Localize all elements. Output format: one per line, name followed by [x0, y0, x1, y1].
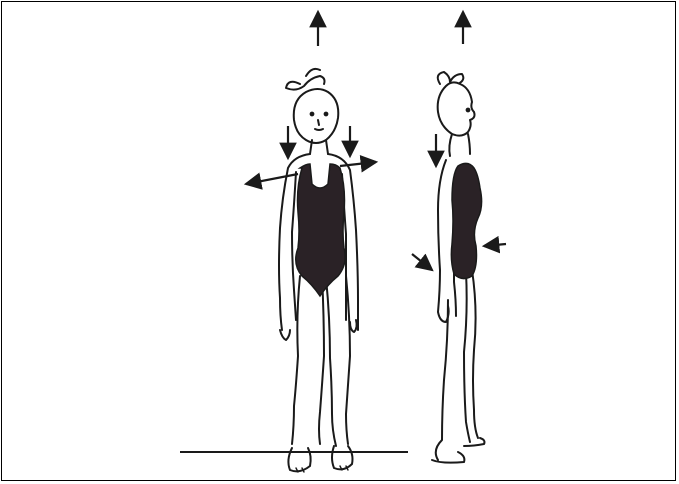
diagonal-arrow-icon — [412, 254, 432, 270]
side-leotard — [451, 163, 481, 278]
left-arrow-icon — [246, 174, 298, 184]
front-leotard — [296, 164, 345, 296]
left-arrow-icon — [484, 244, 506, 246]
